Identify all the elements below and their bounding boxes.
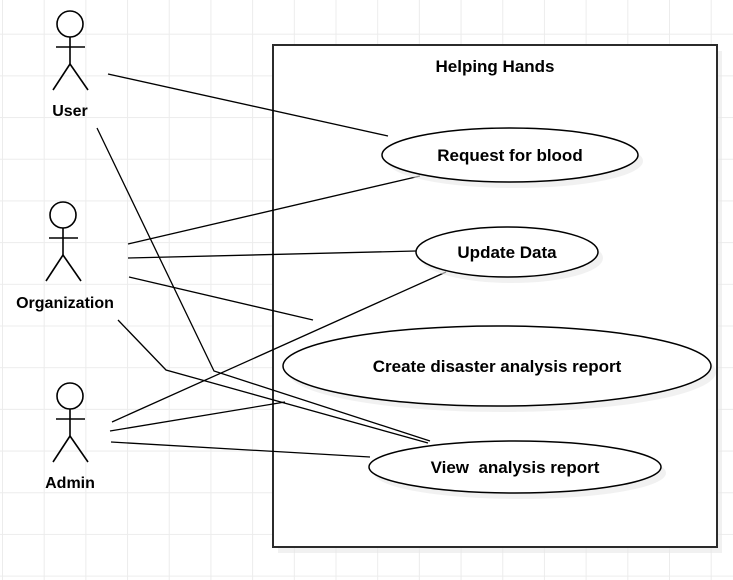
edge-admin-view-analysis-report[interactable] [110,441,371,458]
usecase-ellipse[interactable] [368,440,662,494]
usecase-view-analysis-report-label: View analysis report [431,458,600,477]
edge-organization-view-analysis-report[interactable] [117,319,429,444]
usecase-update-data[interactable]: Update Data [415,226,603,283]
edges [96,73,447,458]
usecase-view-analysis-report[interactable]: View analysis report [368,440,666,499]
edge-admin-create-disaster-analysis-report[interactable] [109,401,286,432]
usecase-ellipse[interactable] [282,325,712,407]
actor-admin-label: Admin [45,475,95,492]
edge-user-request-for-blood[interactable] [107,73,389,137]
usecase-request-for-blood-label: Request for blood [437,146,582,165]
usecase-update-data-label: Update Data [457,243,557,262]
usecase-ellipse[interactable] [415,226,599,278]
stick-figure-icon [45,201,82,282]
edge-user-view-analysis-report[interactable] [96,127,431,442]
actor-user-label: User [52,103,88,120]
stick-figure-icon [52,10,89,91]
edge-admin-update-data[interactable] [111,271,447,423]
stick-figure-icon [52,382,89,463]
system-boundary-title: Helping Hands [435,57,554,76]
usecase-create-disaster-analysis-report-label: Create disaster analysis report [373,357,622,376]
usecase-request-for-blood[interactable]: Request for blood [381,127,643,188]
usecase-ellipse[interactable] [381,127,639,183]
edge-organization-update-data[interactable] [127,250,417,259]
edge-organization-request-for-blood[interactable] [127,175,421,245]
edge-organization-create-disaster-analysis-report[interactable] [128,276,314,321]
usecase-create-disaster-analysis-report[interactable]: Create disaster analysis report [282,325,716,412]
actor-user[interactable]: User [52,10,89,120]
actor-admin[interactable]: Admin [45,382,95,492]
actor-organization-label: Organization [16,295,114,312]
actor-organization[interactable]: Organization [16,201,114,312]
